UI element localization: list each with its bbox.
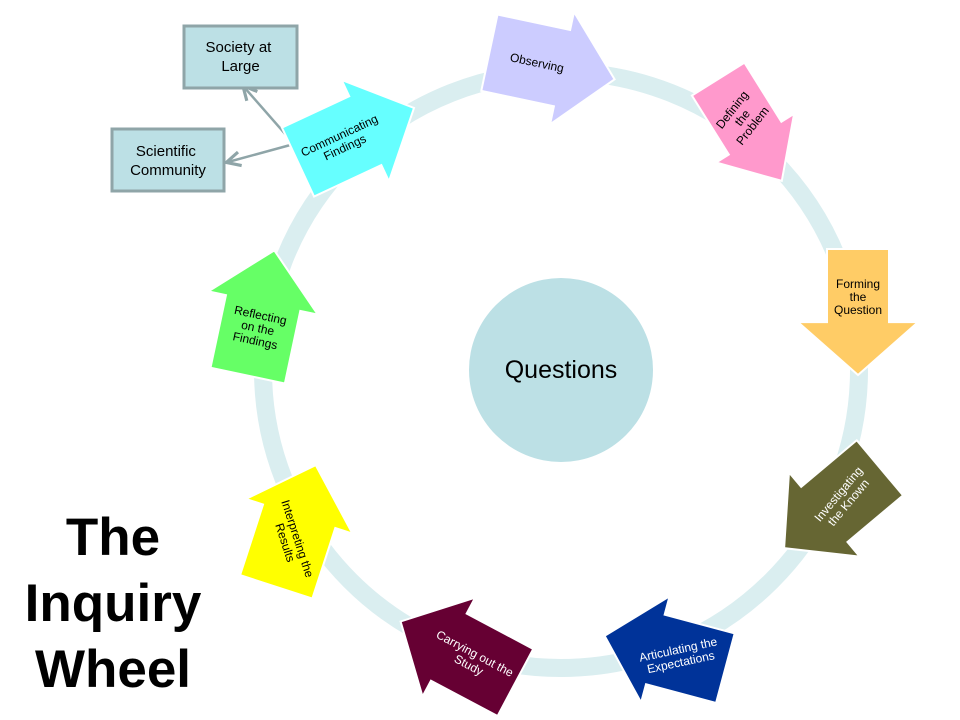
arrow-shape [205,249,321,385]
audience-line: Society at [205,39,272,56]
arrow-shape [238,463,355,600]
step-arrow-carrying-out-the-study [399,595,535,718]
step-arrow-observing [480,9,616,127]
audience-line: Community [130,162,206,179]
audience-box-scientific-community: Scientific Community [110,127,226,193]
step-arrow-articulating-the-expectations [603,594,736,706]
audience-line: Large [221,58,259,75]
step-label-line: Question [834,303,882,317]
step-label-line: Forming [836,277,880,291]
audience-label-society-at-large: Society at Large [205,39,275,75]
step-arrow-interpreting-the-results [238,463,355,600]
arrow-shape [783,438,905,558]
center-circle [469,278,653,462]
step-arrow-communicating-findings [280,78,416,198]
arrow-shape [399,595,535,718]
connector-scientific-community [228,142,295,162]
step-arrow-investigating-the-known [783,438,905,558]
step-label-line: on the [240,318,276,339]
step-arrow-defining-the-problem [690,61,796,183]
audience-boxes: Society at Large Scientific Community [110,24,299,193]
step-label-line: the [850,290,867,304]
diagram-title: The Inquiry Wheel [0,505,226,703]
audience-label-scientific-community: Scientific Community [130,143,206,179]
arrow-shape [795,248,921,377]
step-arrow-forming-the-question [795,248,921,377]
step-arrow-reflecting-on-the-findings [205,249,321,385]
arrow-shape [603,594,736,706]
arrow-shape [690,61,796,183]
arrow-shape [480,9,616,127]
audience-box-society-at-large: Society at Large [182,24,299,90]
title-line: The [65,508,161,567]
arrow-shape [280,78,416,198]
center-label: Questions [505,356,618,384]
title-line: Wheel [34,640,192,699]
audience-line: Scientific [136,143,197,160]
audience-connectors [228,87,295,162]
center-node: Questions [469,278,653,462]
title-line: Inquiry [24,574,202,633]
